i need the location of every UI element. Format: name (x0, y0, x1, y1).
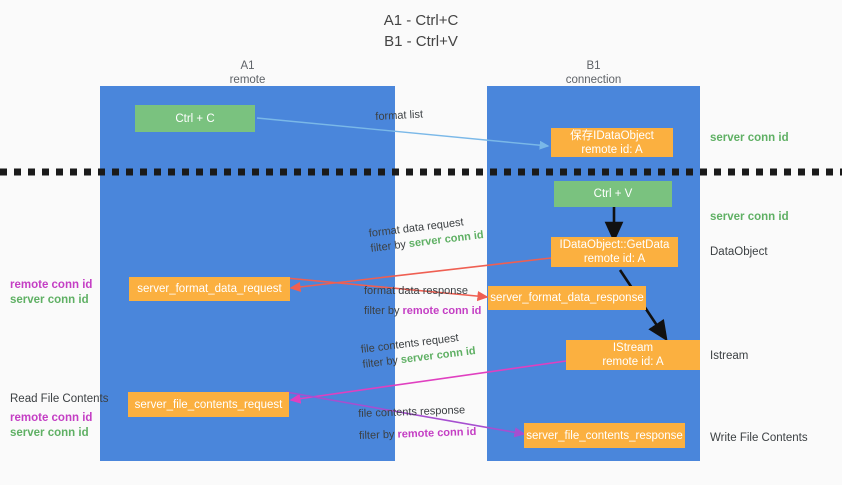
box-ctrl-c[interactable]: Ctrl + C (135, 105, 255, 132)
title-line-2: B1 - Ctrl+V (384, 33, 458, 50)
filter-value-2: remote conn id (402, 305, 482, 317)
arrow-label-format-data-response-line1: format data response (364, 285, 468, 297)
annotation-remote-conn-id-lower: remote conn id (10, 412, 93, 424)
column-header-b1-name: B1 (586, 60, 601, 72)
box-istream-line2: remote id: A (602, 356, 664, 368)
annotation-remote-conn-id-upper: remote conn id (10, 279, 93, 291)
arrow-label-file-contents-response: file contents response filter by remote … (358, 403, 477, 444)
box-save-idataobject[interactable]: 保存IDataObject remote id: A (551, 128, 673, 157)
annotation-server-conn-id-lower: server conn id (10, 427, 89, 439)
box-server-file-contents-response[interactable]: server_file_contents_response (524, 423, 685, 448)
column-header-a1-sub: remote (229, 74, 266, 86)
box-idataobject-getdata-line2: remote id: A (583, 253, 646, 265)
box-server-file-contents-request[interactable]: server_file_contents_request (128, 392, 289, 417)
box-istream-line1: IStream (612, 342, 654, 354)
box-server-format-data-response-line1: server_format_data_response (490, 292, 644, 304)
arrow-label-format-data-response: format data response filter by remote co… (364, 284, 481, 319)
column-header-b1: B1 connection (487, 59, 700, 87)
filter-prefix-4: filter by (358, 428, 398, 442)
box-server-file-contents-response-line1: server_file_contents_response (526, 429, 683, 442)
box-server-format-data-request-line1: server_format_data_request (137, 283, 282, 295)
annotation-server-conn-id-second: server conn id (710, 211, 789, 223)
box-save-idataobject-line2: remote id: A (581, 143, 643, 156)
annotation-write-file-contents: Write File Contents (710, 432, 808, 444)
arrow-label-format-list-line1: format list (375, 108, 424, 123)
box-ctrl-c-line1: Ctrl + C (175, 112, 215, 125)
arrow-label-format-data-response-filter: filter by remote conn id (364, 304, 481, 319)
filter-prefix-1: filter by (369, 238, 410, 255)
box-idataobject-getdata-line1: IDataObject::GetData (559, 239, 670, 251)
annotation-server-conn-id-top: server conn id (710, 132, 789, 144)
annotation-dataobject: DataObject (710, 246, 768, 258)
arrow-label-format-list: format list (375, 108, 423, 125)
annotation-istream: Istream (710, 350, 749, 362)
column-header-b1-sub: connection (565, 74, 622, 86)
filter-value-4: remote conn id (397, 425, 477, 441)
box-ctrl-v[interactable]: Ctrl + V (554, 181, 672, 207)
arrow-label-file-contents-response-filter: filter by remote conn id (359, 425, 477, 444)
box-server-format-data-response[interactable]: server_format_data_response (488, 286, 646, 310)
box-idataobject-getdata[interactable]: IDataObject::GetData remote id: A (551, 237, 678, 267)
annotation-server-conn-id-upper: server conn id (10, 294, 89, 306)
annotation-read-file-contents: Read File Contents (10, 393, 109, 405)
column-header-a1: A1 remote (100, 59, 395, 87)
diagram-title: A1 - Ctrl+C B1 - Ctrl+V (0, 10, 842, 52)
filter-prefix-2: filter by (364, 305, 403, 317)
filter-prefix-3: filter by (361, 354, 402, 371)
box-save-idataobject-line1: 保存IDataObject (570, 129, 654, 142)
arrow-label-file-contents-response-line1: file contents response (358, 404, 466, 420)
column-header-a1-name: A1 (240, 60, 255, 72)
box-ctrl-v-line1: Ctrl + V (593, 188, 633, 200)
box-server-file-contents-request-line1: server_file_contents_request (134, 398, 283, 411)
box-istream[interactable]: IStream remote id: A (566, 340, 700, 370)
title-line-1: A1 - Ctrl+C (383, 12, 459, 29)
box-server-format-data-request[interactable]: server_format_data_request (129, 277, 290, 301)
